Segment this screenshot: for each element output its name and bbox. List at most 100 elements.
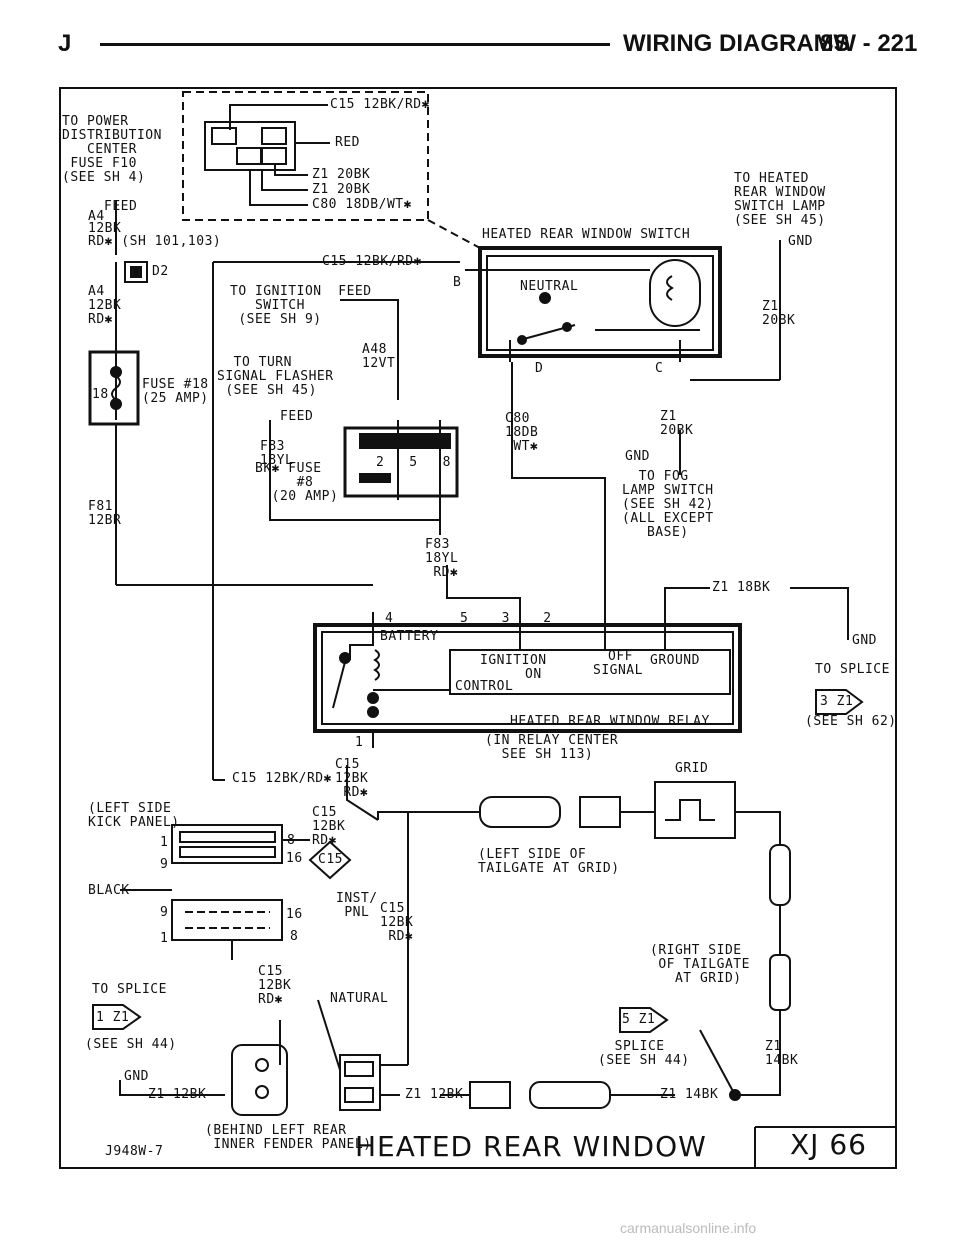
fuse18-label: FUSE #18 (25 AMP)	[142, 377, 209, 406]
splice-5-label: 5 Z1	[622, 1012, 656, 1027]
z1-20bk-label-b: Z1 20BK	[312, 182, 371, 197]
z1-12bk-b-label: Z1 12BK	[405, 1087, 464, 1102]
rd-sh-label: RD✱ (SH 101,103)	[88, 234, 222, 249]
fuse-18	[88, 350, 140, 426]
a4-12bk-label: 12BK	[88, 221, 122, 236]
fuse-block	[343, 426, 459, 498]
b-pin-label: B	[453, 275, 462, 290]
pin-16b-label: 16	[286, 907, 303, 922]
relay-name-label: HEATED REAR WINDOW RELAY	[510, 714, 710, 729]
control-label: CONTROL	[455, 679, 514, 694]
z1-20bk-label-a: Z1 20BK	[312, 167, 371, 182]
c15-conn-label: C15	[318, 852, 343, 867]
battery-label: BATTERY	[380, 629, 439, 644]
ignition-label: IGNITION	[480, 653, 547, 668]
gnd-top-right: GND	[788, 234, 813, 249]
splice-right-label: 3 Z1	[820, 694, 854, 709]
c15-d-label: C15 12BK RD✱	[380, 901, 414, 944]
diagram-title: HEATED REAR WINDOW	[355, 1130, 707, 1163]
to-heated-label: TO HEATED REAR WINDOW SWITCH LAMP (SEE S…	[734, 171, 826, 228]
header-section: 8W - 221	[820, 30, 918, 57]
splice-3-z1	[815, 689, 864, 715]
red-label: RED	[335, 135, 360, 150]
d-pin-label: D	[535, 361, 544, 376]
c15-b-label: C15 12BK RD✱	[335, 757, 369, 800]
hrw-switch-label: HEATED REAR WINDOW SWITCH	[482, 227, 691, 242]
z1-20bk-c-label: Z1 20BK	[660, 409, 694, 438]
black-label: BLACK	[88, 883, 130, 898]
relay-pins-label: 4 5 3 2	[385, 611, 552, 626]
switch-connector	[204, 121, 296, 171]
pin-9b-label: 9	[160, 905, 169, 920]
c80-mid-label: C80 18DB WT✱	[505, 411, 539, 454]
diagram-frame	[59, 87, 897, 1169]
pin-16a-label: 16	[286, 851, 303, 866]
switch-connector-box	[182, 91, 429, 221]
d2-label: D2	[152, 264, 169, 279]
grid-label: GRID	[675, 761, 709, 776]
c80-top-label: C80 18DB/WT✱	[312, 197, 412, 212]
kick-panel-connector-lower	[171, 899, 283, 941]
a4-lower-label: A4 12BK RD✱	[88, 284, 122, 327]
signal-label: SIGNAL	[593, 663, 643, 678]
splice-left-label: 1 Z1	[96, 1010, 130, 1025]
watermark: carmanualsonline.info	[620, 1220, 757, 1236]
kick-panel-connector-upper	[171, 824, 283, 864]
rd-8-label: 8 RD✱	[287, 833, 337, 848]
gnd-right-label: GND	[852, 633, 877, 648]
see-sh44a-label: (SEE SH 44)	[85, 1037, 177, 1052]
f83a-label: F83 18YL	[260, 439, 294, 468]
header-rule	[100, 43, 610, 46]
to-splice-right-label: TO SPLICE	[815, 662, 890, 677]
pin-9a-label: 9	[160, 857, 169, 872]
pin-8b-label: 8	[290, 929, 299, 944]
to-ignition-label: TO IGNITION FEED SWITCH (SEE SH 9)	[230, 284, 372, 327]
bk-fuse-label: BK✱ FUSE #8 (20 AMP)	[255, 461, 339, 504]
inst-pnl-label: INST/ PNL	[336, 891, 378, 920]
a48-label: A48 12VT	[362, 342, 396, 371]
c15-c-label: C15 12BK	[312, 805, 346, 834]
in-relay-label: (IN RELAY CENTER SEE SH 113)	[485, 733, 619, 762]
heated-rear-window-switch	[478, 246, 722, 358]
z1-14bk-label: Z1 14BK	[765, 1039, 799, 1068]
to-power-label: TO POWER DISTRIBUTION CENTER FUSE F10 (S…	[62, 114, 162, 185]
xj-page-label: XJ 66	[790, 1128, 867, 1161]
feed-label: FEED	[104, 199, 138, 214]
d2-connector	[124, 261, 148, 283]
splice-5-z1	[619, 1007, 669, 1033]
heated-rear-window-relay	[313, 623, 742, 733]
splice-see-label: SPLICE (SEE SH 44)	[598, 1039, 690, 1068]
ground-connector	[231, 1044, 288, 1116]
gnd-left-label: GND	[124, 1069, 149, 1084]
c15-e-label: C15 12BK RD✱	[258, 964, 292, 1007]
z1-18bk-label: Z1 18BK	[712, 580, 771, 595]
left-tailgate-label: (LEFT SIDE OF TAILGATE AT GRID)	[478, 847, 620, 876]
gnd-mid-label: GND	[625, 449, 650, 464]
header-left-letter: J	[58, 30, 72, 57]
grid-connector-left	[479, 796, 561, 828]
fuse18-num: 18	[92, 387, 109, 402]
feed2-label: FEED	[280, 409, 314, 424]
f83b-label: F83 18YL RD✱	[425, 537, 459, 580]
left-kick-label: (LEFT SIDE KICK PANEL)	[88, 801, 180, 830]
a4-label: A4	[88, 209, 105, 224]
c15-top-label: C15 12BK/RD✱	[330, 97, 430, 112]
pin1-label: 1	[355, 735, 364, 750]
c15-left-label: C15 12BK/RD✱	[232, 771, 332, 786]
header-title: WIRING DIAGRAMS	[623, 30, 850, 57]
ground-label: GROUND	[650, 653, 700, 668]
to-splice-left-label: TO SPLICE	[92, 982, 167, 997]
z1-12bk-a-label: Z1 12BK	[148, 1087, 207, 1102]
natural-label: NATURAL	[330, 991, 389, 1006]
neutral-label: NEUTRAL	[520, 279, 579, 294]
right-tailgate-label: (RIGHT SIDE OF TAILGATE AT GRID)	[650, 943, 750, 986]
see-sh62-label: (SEE SH 62)	[805, 714, 897, 729]
to-turn-label: TO TURN SIGNAL FLASHER (SEE SH 45)	[217, 355, 334, 398]
pin-1b-label: 1	[160, 931, 169, 946]
on-label: ON	[525, 667, 542, 682]
pin-1a-label: 1	[160, 835, 169, 850]
to-fog-label: TO FOG LAMP SWITCH (SEE SH 42) (ALL EXCE…	[622, 469, 714, 540]
splice-1-z1	[92, 1004, 142, 1030]
c15-inst-connector	[308, 840, 352, 880]
